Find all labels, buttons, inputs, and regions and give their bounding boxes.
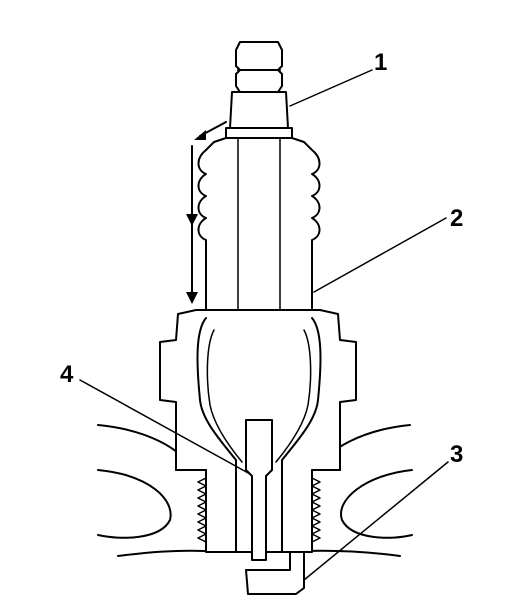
callout-4: 4	[60, 361, 74, 388]
terminal-cap	[225, 41, 293, 139]
callout-3: 3	[450, 441, 463, 468]
thread-left	[197, 477, 207, 543]
center-electrode	[245, 419, 273, 561]
thread-right	[311, 477, 321, 543]
seating-arrow-diagonal	[194, 121, 227, 140]
ground-electrode	[245, 551, 305, 595]
seating-arrow-vertical	[186, 145, 198, 304]
insulator	[197, 137, 321, 421]
callout-1: 1	[374, 49, 387, 76]
callout-2: 2	[450, 205, 463, 232]
leader-lines	[79, 69, 449, 581]
